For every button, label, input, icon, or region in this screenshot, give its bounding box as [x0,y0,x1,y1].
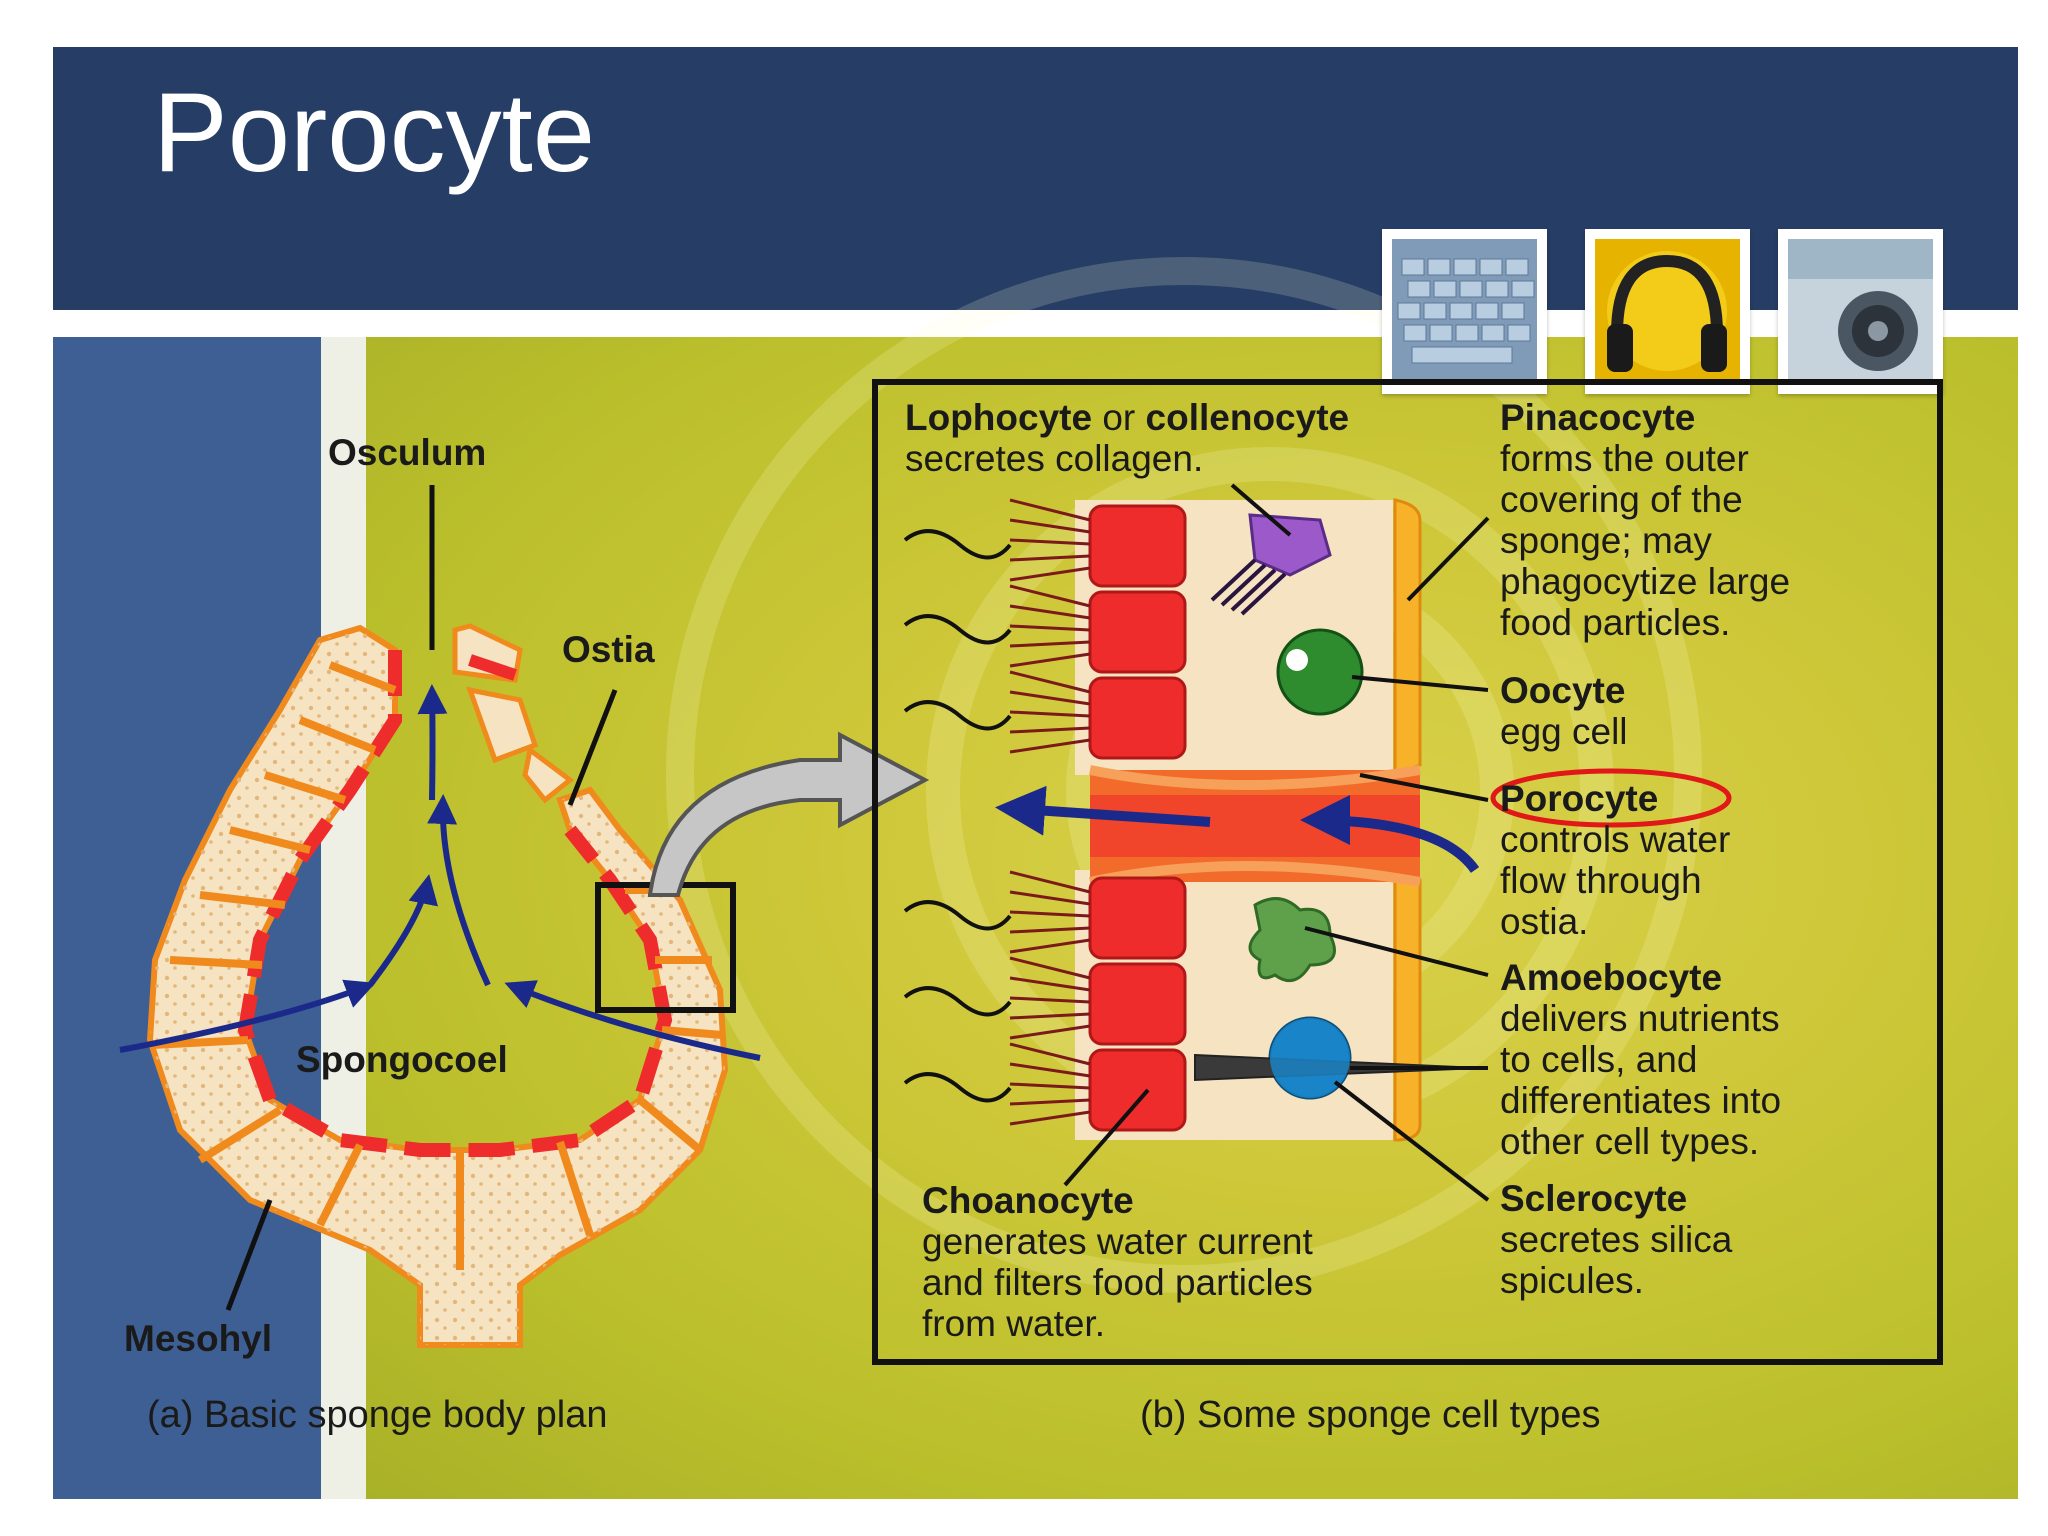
label-oocyte: Oocyte [1500,670,1626,711]
desc-oocyte: egg cell [1500,711,1628,752]
label-lophocyte: Lophocyte or collenocyte [905,397,1350,438]
ostia-pointer [567,689,618,806]
desc-sclerocyte-1: secretes silica [1500,1219,1733,1260]
speaker-thumbnail [1778,229,1943,394]
label-pinacocyte: Pinacocyte [1500,397,1696,438]
pinacocyte-lower [1393,867,1422,1142]
desc-porocyte-1: controls water [1500,819,1731,860]
label-amoebocyte: Amoebocyte [1500,957,1723,998]
headphones-thumbnail [1585,229,1750,394]
oocyte-cell [1276,628,1364,716]
caption-cell-types: (b) Some sponge cell types [1140,1394,1601,1436]
sponge-body [146,623,729,1348]
flagella [903,529,1012,1103]
caption-body-plan: (a) Basic sponge body plan [147,1394,608,1436]
mesohyl-pointer [225,1199,273,1311]
desc-amoebocyte-3: differentiates into [1500,1080,1782,1121]
label-osculum: Osculum [328,432,487,473]
desc-pinacocyte-1: forms the outer [1500,438,1749,479]
desc-choanocyte-2: and filters food particles [922,1262,1313,1303]
label-spongocoel: Spongocoel [296,1039,508,1080]
speaker-icon [1788,239,1933,384]
desc-choanocyte-1: generates water current [922,1221,1313,1262]
amoebocyte-cell [1248,897,1336,983]
desc-pinacocyte-4: phagocytize large [1500,561,1791,602]
sclerocyte-cell [1194,1016,1481,1100]
desc-porocyte-3: ostia. [1500,901,1589,942]
headphones-icon [1595,239,1740,384]
desc-amoebocyte-4: other cell types. [1500,1121,1760,1162]
desc-sclerocyte-2: spicules. [1500,1260,1644,1301]
label-porocyte: Porocyte [1500,778,1659,819]
desc-choanocyte-3: from water. [922,1303,1105,1344]
choanocytes-lower [1088,876,1187,1132]
desc-lophocyte: secretes collagen. [905,438,1204,479]
choanocyte-collars [1009,498,1091,1126]
cell-types-frame [872,379,1943,1365]
choanocytes-upper [1088,504,1187,760]
slide-title: Porocyte [153,70,595,195]
porocyte-water-flow [995,785,1480,874]
leader-lines [1063,483,1490,1202]
zoom-arrow [647,731,930,897]
desc-amoebocyte-1: delivers nutrients [1500,998,1780,1039]
desc-pinacocyte-5: food particles. [1500,602,1731,643]
water-flow-arrows [119,684,761,1061]
label-sclerocyte: Sclerocyte [1500,1178,1688,1219]
label-ostia: Ostia [562,629,655,670]
desc-pinacocyte-3: sponge; may [1500,520,1712,561]
label-mesohyl: Mesohyl [124,1318,273,1359]
label-choanocyte: Choanocyte [922,1180,1134,1221]
lophocyte-cell [1210,513,1332,616]
keyboard-icon [1392,239,1537,384]
desc-pinacocyte-2: covering of the [1500,479,1743,520]
desc-amoebocyte-2: to cells, and [1500,1039,1698,1080]
porocyte-highlight [1490,768,1732,828]
desc-porocyte-2: flow through [1500,860,1702,901]
side-stripe [321,337,366,1499]
keyboard-thumbnail [1382,229,1547,394]
pinacocyte-upper [1393,498,1422,778]
